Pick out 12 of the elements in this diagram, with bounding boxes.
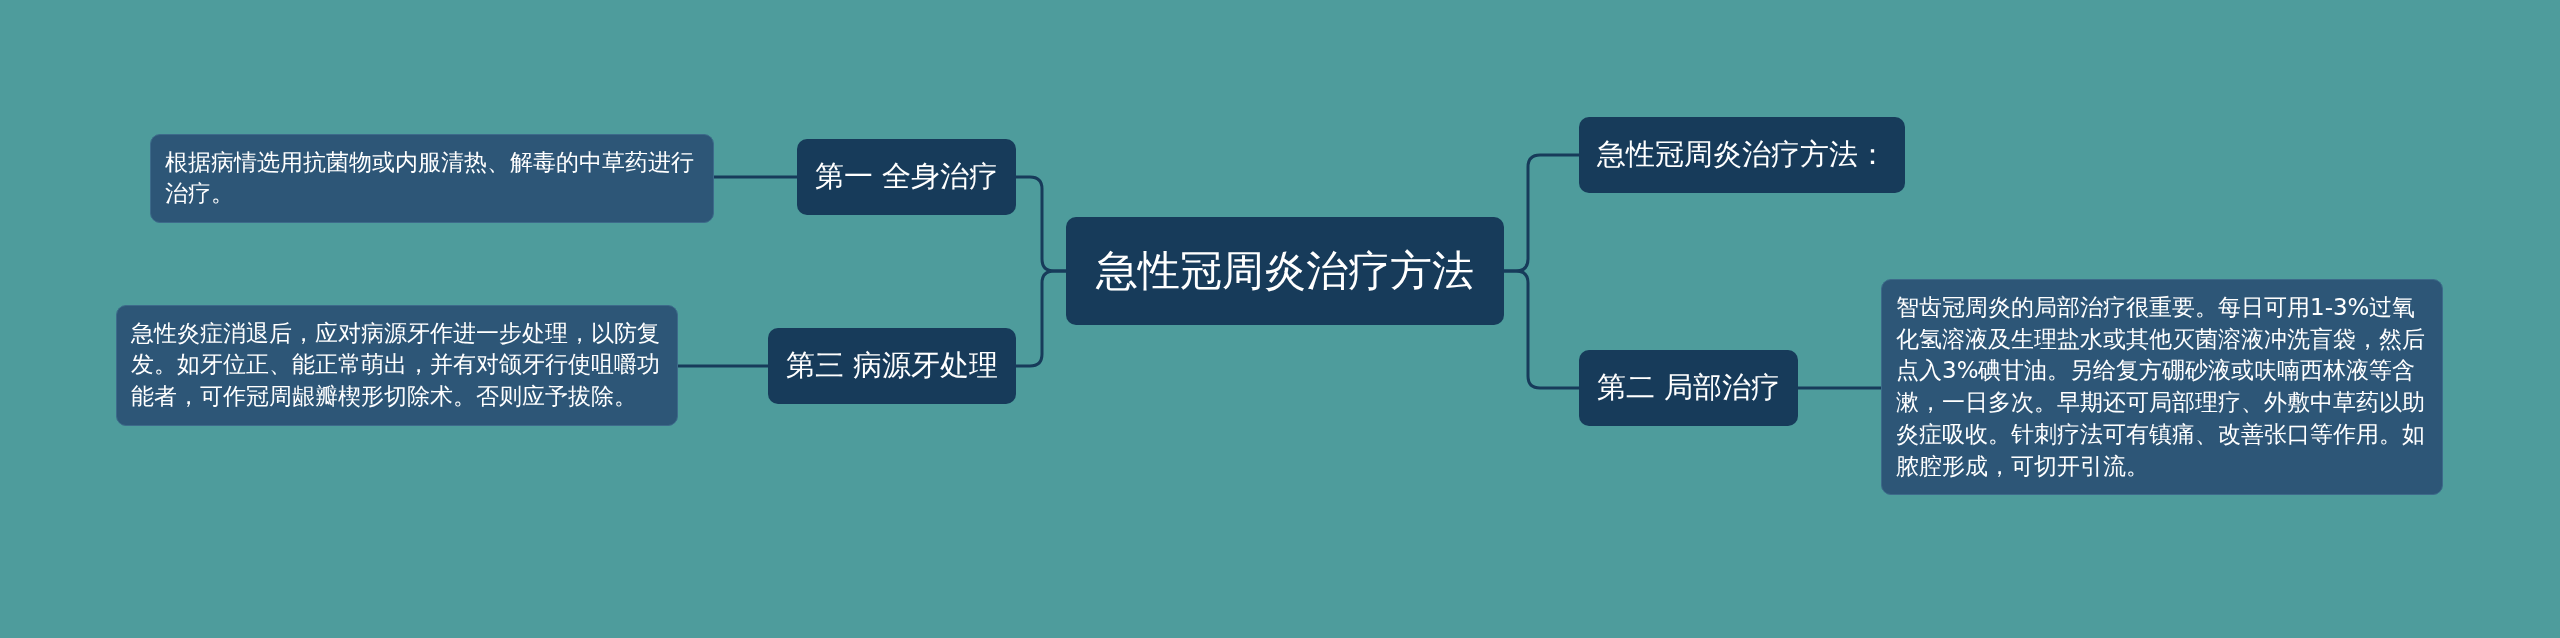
connector-line [1798,386,1881,390]
note-box: 根据病情选用抗菌物或内服清热、解毒的中草药进行治疗。 [150,133,714,223]
connector-line [678,364,768,368]
topic-box: 第三 病源牙处理 [768,328,1017,404]
note-box: 急性炎症消退后，应对病源牙作进一步处理，以防复发。如牙位正、能正常萌出，并有对颌牙行使咀嚼功能者，可作冠周龈瓣楔形切除术。否则应予拔除。 [116,304,678,426]
connector-line [714,175,797,179]
central-topic-box: 急性冠周炎治疗方法 [1066,217,1504,325]
topic-box: 第一 全身治疗 [797,139,1017,215]
topic-box: 第二 局部治疗 [1579,350,1799,426]
note-box: 智齿冠周炎的局部治疗很重要。每日可用1-3%过氧化氢溶液及生理盐水或其他灭菌溶液冲洗盲袋，然后点入3%碘甘油。另给复方硼砂液或呋喃西林液等含漱，一日多次。早期还可局部理疗、外敷中草药以助炎症吸收。针刺疗法可有镇痛、改善张口等作用。如脓腔形成，可切开引流。 [1881,279,2443,496]
topic-box: 急性冠周炎治疗方法： [1579,117,1905,193]
connector-line [1504,269,1579,390]
